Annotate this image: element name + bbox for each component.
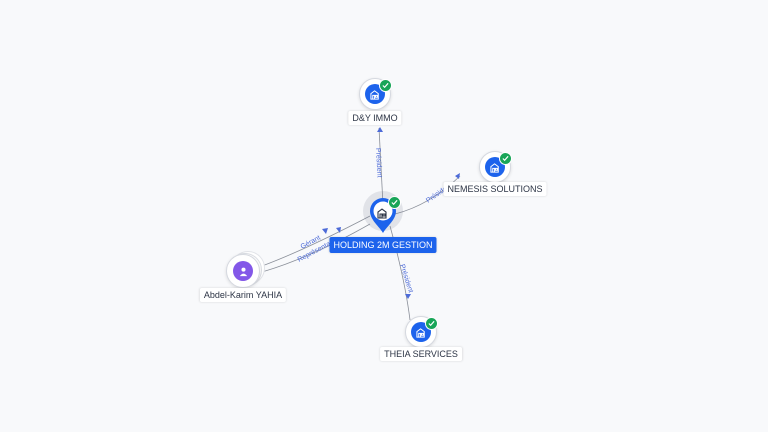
node-label[interactable]: Abdel-Karim YAHIA xyxy=(199,288,287,302)
node-label[interactable]: THEIA SERVICES xyxy=(380,347,462,361)
check-icon xyxy=(499,152,512,165)
check-icon xyxy=(425,317,438,330)
edge-label-dy: Président xyxy=(374,148,383,178)
node-label[interactable]: D&Y IMMO xyxy=(348,111,402,125)
edge-abdel-holding-gerant xyxy=(261,215,371,267)
edge-abdel-holding-representant xyxy=(261,223,371,273)
edge-holding-nemesis xyxy=(394,175,461,215)
edge-holding-theia xyxy=(389,225,411,321)
person-icon xyxy=(233,261,253,281)
arrowhead-representant xyxy=(336,227,341,233)
edge-label-theia: Président xyxy=(398,263,414,293)
node-label-main[interactable]: HOLDING 2M GESTION xyxy=(329,237,437,253)
arrowhead-nemesis xyxy=(455,173,460,179)
arrowhead-gerant xyxy=(322,228,328,234)
check-icon xyxy=(388,196,401,209)
arrowhead-theia xyxy=(405,294,411,299)
edge-holding-dy xyxy=(378,127,384,206)
arrowhead-dy xyxy=(377,127,383,132)
building-icon xyxy=(377,206,389,224)
check-icon xyxy=(379,79,392,92)
node-label[interactable]: NEMESIS SOLUTIONS xyxy=(443,182,547,196)
node-circle[interactable] xyxy=(226,254,260,288)
